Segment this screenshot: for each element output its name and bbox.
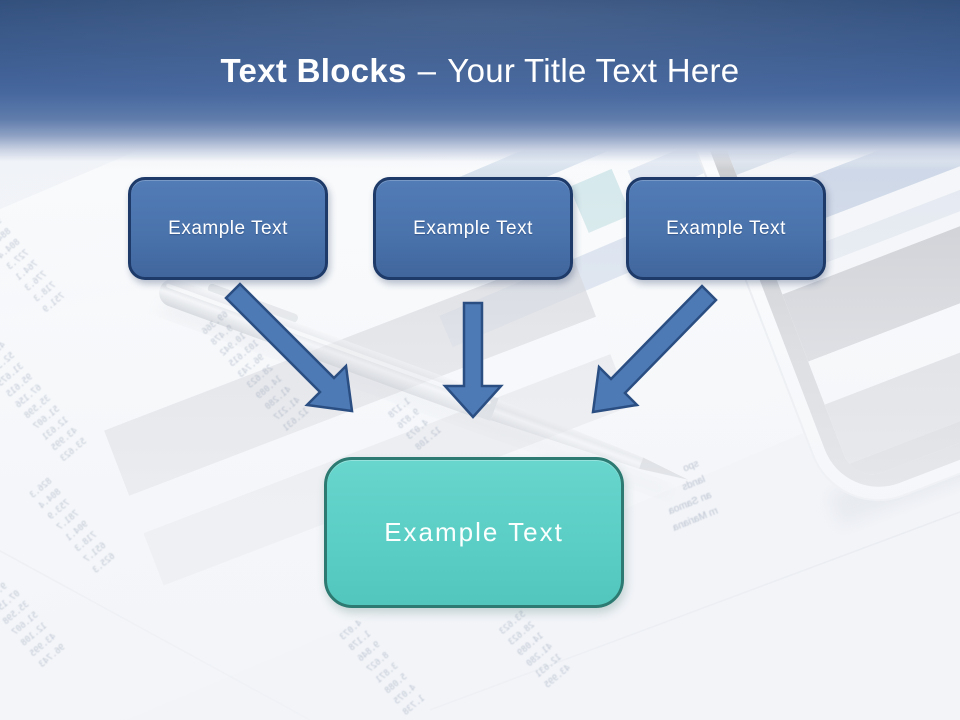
text-block-source-2[interactable]: Example Text (373, 177, 573, 280)
text-block-label: Example Text (168, 217, 288, 239)
title-dash: – (417, 52, 437, 89)
text-block-source-3[interactable]: Example Text (626, 177, 826, 280)
text-block-source-1[interactable]: Example Text (128, 177, 328, 280)
title-bar: Text Blocks–Your Title Text Here (0, 0, 960, 170)
text-block-label: Example Text (384, 517, 564, 547)
text-block-label: Example Text (413, 217, 533, 239)
title-regular-part: Your Title Text Here (447, 52, 740, 89)
text-block-label: Example Text (666, 217, 786, 239)
slide-title[interactable]: Text Blocks–Your Title Text Here (0, 0, 960, 90)
text-block-target[interactable]: Example Text (324, 457, 624, 608)
title-bold-part: Text Blocks (220, 52, 407, 89)
